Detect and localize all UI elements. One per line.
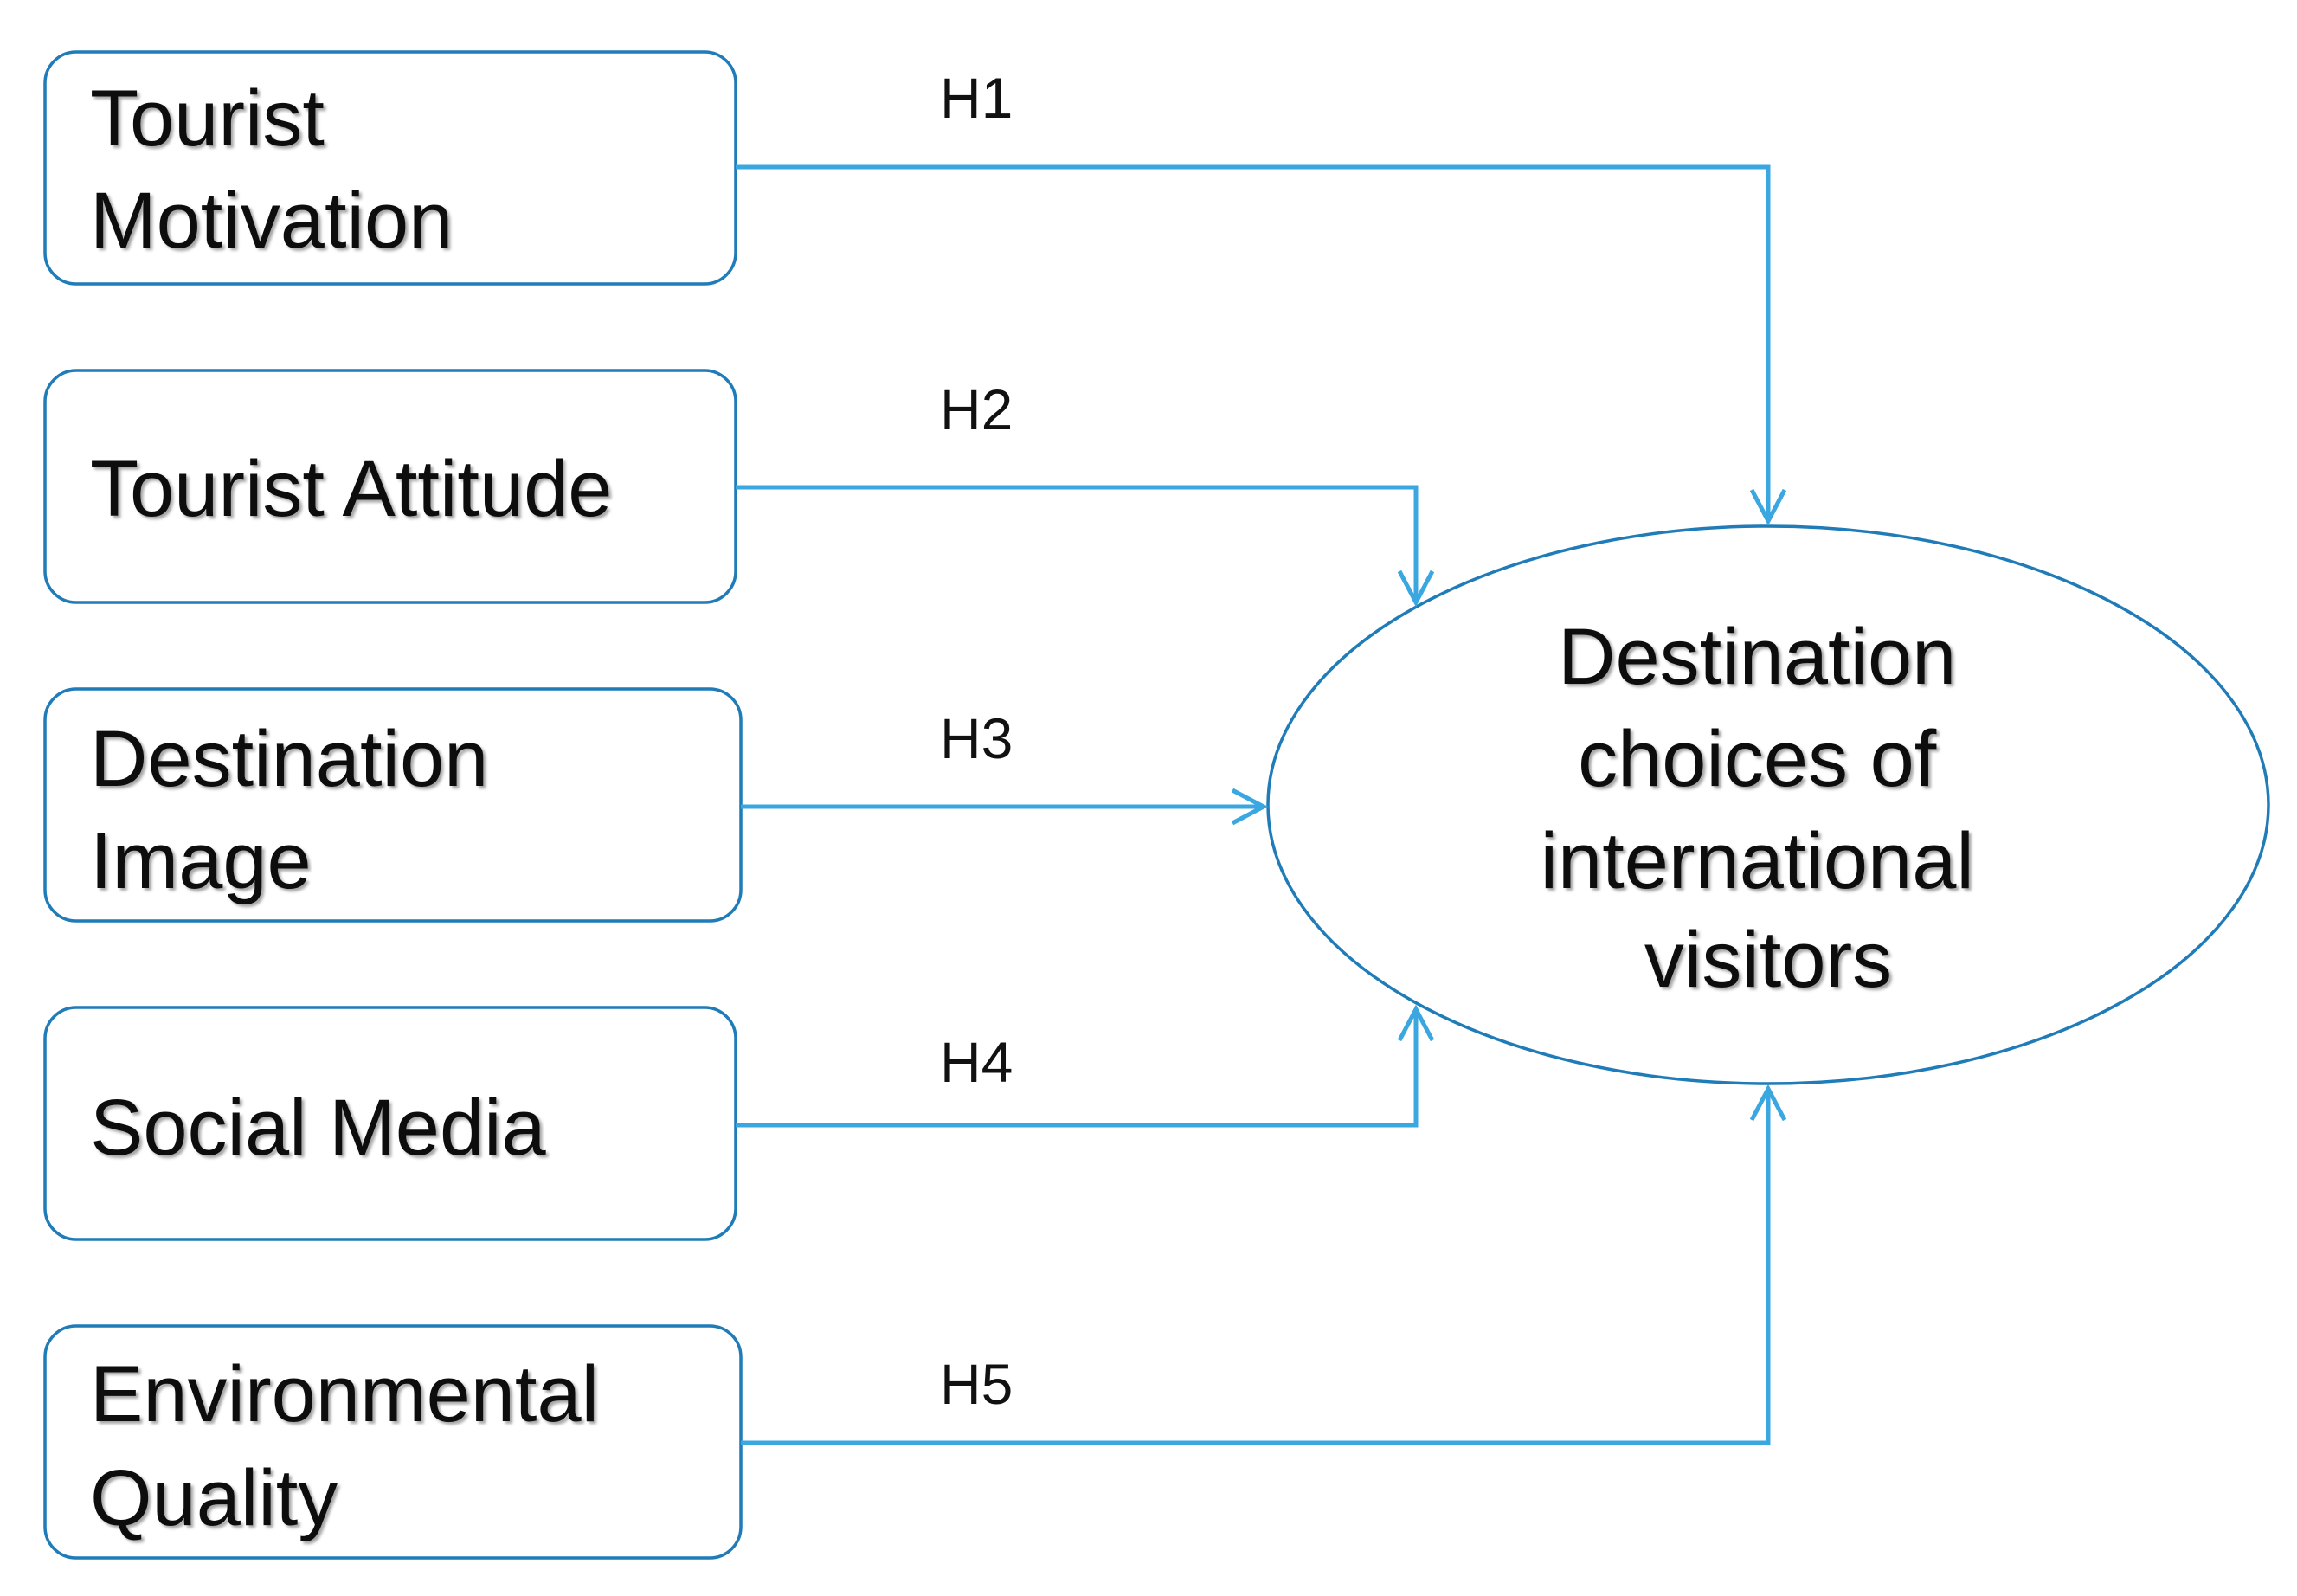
hypothesis-label-h1: H1 — [940, 66, 1013, 130]
factor-label-line: Motivation — [90, 177, 453, 265]
factor-label-line: Tourist — [90, 74, 325, 163]
arrow-h1 — [736, 164, 1787, 526]
svg-text:Destination Image: Destination Image — [90, 715, 511, 905]
hypothesis-label-h5: H5 — [940, 1352, 1013, 1416]
factor-label-line: Tourist Attitude — [90, 445, 612, 533]
outcome-ellipse — [1266, 524, 2270, 1085]
outcome-label-line: international — [1541, 817, 1974, 905]
svg-text:Destination choices of: Destination choices of international vis… — [1541, 613, 1997, 1004]
outcome-destination-choices: Destination choices of international vis… — [1266, 524, 2270, 1085]
factor-label-line: Environmental — [90, 1350, 599, 1438]
svg-text:Tourist Attitude: Tourist Attitude — [90, 445, 612, 533]
svg-text:Environmental Quality: Environmental Quality — [90, 1350, 621, 1542]
arrow-h3 — [741, 788, 1269, 826]
factor-label-line: Social Media — [90, 1084, 547, 1172]
factor-tourist-motivation: Tourist Motivation — [43, 50, 737, 286]
factor-label-line: Destination — [90, 715, 488, 803]
hypothesis-label-h3: H3 — [940, 706, 1013, 770]
outcome-label-line: visitors — [1644, 916, 1892, 1004]
hypothesis-label-h4: H4 — [940, 1030, 1013, 1094]
arrow-h5 — [741, 1084, 1787, 1445]
factor-environmental-quality: Environmental Quality — [43, 1324, 743, 1560]
svg-text:Tourist Motivation: Tourist Motivation — [90, 74, 453, 265]
svg-text:Social Media: Social Media — [90, 1084, 547, 1172]
hypothesis-label-h2: H2 — [940, 377, 1013, 441]
factor-social-media: Social Media — [43, 1006, 737, 1241]
outcome-label-line: Destination — [1558, 613, 1956, 701]
factor-tourist-attitude: Tourist Attitude — [43, 369, 737, 604]
factor-label-line: Image — [90, 817, 312, 905]
factor-destination-image: Destination Image — [43, 687, 743, 923]
outcome-label-line: choices of — [1578, 715, 1937, 803]
arrow-h4 — [736, 1004, 1435, 1128]
arrow-h2 — [736, 485, 1435, 608]
factor-label-line: Quality — [90, 1454, 338, 1542]
